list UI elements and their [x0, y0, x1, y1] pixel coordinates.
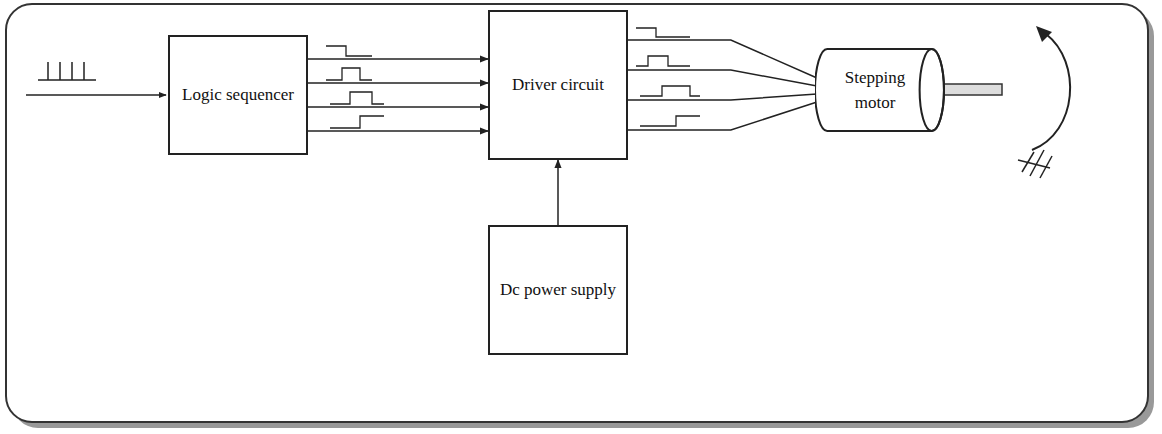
- node-label: Logic sequencer: [182, 82, 294, 108]
- node-label: Stepping motor: [833, 65, 917, 116]
- input-pulses: [38, 62, 96, 80]
- cylinder-outline: [815, 48, 945, 132]
- node-label: Dc power supply: [500, 277, 616, 303]
- connector: [308, 58, 488, 60]
- motor-shaft: [940, 84, 1002, 95]
- cylinder-end: [920, 49, 944, 131]
- connector: [628, 94, 817, 100]
- connector: [308, 130, 488, 132]
- step-marks: [1018, 150, 1052, 178]
- process-box: Driver circuit: [488, 10, 628, 160]
- cylinder-body: [815, 49, 944, 131]
- driver-waveforms: [636, 28, 700, 126]
- rotation-arrow: [1032, 34, 1070, 150]
- connector: [628, 102, 817, 130]
- process-box: Logic sequencer: [168, 35, 308, 155]
- connector: [557, 160, 559, 225]
- input-arrow: [26, 94, 166, 96]
- connector: [628, 40, 817, 78]
- frame: [6, 4, 1148, 422]
- connector: [628, 70, 817, 86]
- node-label: Driver circuit: [512, 72, 604, 98]
- connector: [308, 106, 488, 108]
- connector: [308, 82, 488, 84]
- motor-cylinder: Stepping motor: [815, 48, 945, 132]
- supply-box: Dc power supply: [488, 225, 628, 355]
- rotation-arrowhead: [1036, 26, 1052, 42]
